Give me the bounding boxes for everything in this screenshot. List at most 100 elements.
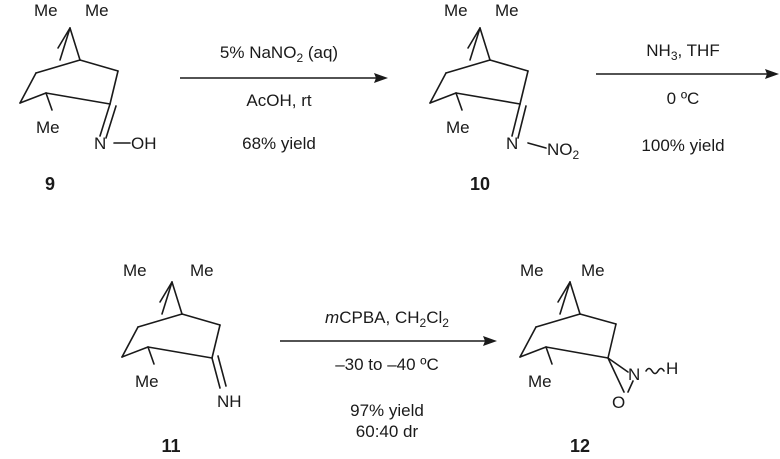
bond — [429, 92, 457, 104]
reaction-arrow-2 — [596, 69, 779, 79]
reagent-1-main: 5% NaNO — [220, 43, 297, 62]
bond — [627, 380, 634, 393]
reagent-1-sub: 2 — [296, 51, 303, 65]
yield-1: 68% yield — [242, 134, 316, 153]
reagent-3-main: CPBA, CH — [339, 308, 419, 327]
atom-me: Me — [123, 261, 147, 280]
compound-12-label: 12 — [570, 436, 590, 456]
atom-no2: NO2 — [547, 140, 580, 162]
compound-10-label: 10 — [470, 174, 490, 194]
bond — [57, 27, 71, 49]
atom-nh: NH — [217, 392, 242, 411]
bond — [511, 103, 521, 137]
bond — [607, 357, 625, 393]
arrowhead — [374, 73, 388, 83]
reagent-2: NH3, THF — [646, 41, 719, 63]
bond — [99, 103, 111, 137]
bond — [121, 346, 149, 358]
bond — [45, 92, 111, 105]
dr-3: 60:40 dr — [356, 422, 419, 441]
reagent-3-mid: Cl — [426, 308, 442, 327]
bond — [527, 142, 547, 149]
conditions-3: –30 to –40 ºC — [335, 355, 439, 374]
atom-me: Me — [34, 1, 58, 20]
bond — [35, 59, 81, 74]
compound-10-structure: Me Me Me N NO2 — [429, 1, 580, 162]
atom-me: Me — [36, 118, 60, 137]
bond — [455, 92, 463, 111]
atom-h: H — [666, 359, 678, 378]
wavy-bond — [645, 367, 665, 375]
bond — [79, 59, 119, 72]
bond — [109, 70, 119, 105]
reagent-1-tail: (aq) — [303, 43, 338, 62]
reaction-arrow-1 — [180, 73, 388, 83]
bond — [469, 27, 481, 61]
bond — [607, 323, 617, 359]
atom-o: O — [612, 393, 625, 412]
reagent-3: mCPBA, CH2Cl2 — [325, 308, 449, 330]
bond — [579, 313, 617, 325]
bond — [121, 326, 139, 358]
bond — [569, 281, 581, 315]
bond — [519, 326, 537, 358]
compound-9-structure: Me Me Me N OH — [19, 1, 157, 153]
compound-11-structure: Me Me Me NH — [121, 261, 242, 411]
bond — [69, 27, 81, 61]
bond — [147, 346, 213, 359]
atom-oh: OH — [131, 134, 157, 153]
atom-n: N — [94, 134, 106, 153]
bond — [171, 281, 183, 315]
atom-me: Me — [581, 261, 605, 280]
arrowhead — [483, 336, 497, 346]
atom-no2-main: NO — [547, 140, 573, 159]
bond — [535, 313, 581, 328]
bond — [519, 346, 547, 358]
bond — [211, 357, 221, 389]
bond — [19, 92, 47, 104]
reagent-3-sub2: 2 — [442, 316, 449, 330]
bond — [517, 105, 527, 139]
atom-me: Me — [190, 261, 214, 280]
atom-no2-sub: 2 — [573, 148, 580, 162]
conditions-2: 0 ºC — [667, 89, 700, 108]
bond — [545, 346, 553, 365]
atom-me: Me — [85, 1, 109, 20]
bond — [489, 59, 529, 72]
bond — [45, 92, 53, 111]
bond — [429, 72, 447, 104]
reagent-2-main: NH — [646, 41, 671, 60]
bond — [159, 281, 173, 303]
atom-me: Me — [135, 372, 159, 391]
atom-n: N — [628, 365, 640, 384]
bond — [455, 92, 521, 105]
atom-me: Me — [520, 261, 544, 280]
reagent-1: 5% NaNO2 (aq) — [220, 43, 338, 65]
bond — [105, 105, 117, 139]
atom-me: Me — [444, 1, 468, 20]
reaction-arrow-3 — [280, 336, 497, 346]
atom-n: N — [506, 134, 518, 153]
reagent-3-sub1: 2 — [420, 316, 427, 330]
bond — [479, 27, 491, 61]
bond — [467, 27, 481, 49]
bond — [181, 313, 221, 326]
conditions-1: AcOH, rt — [246, 91, 311, 110]
bond — [545, 346, 609, 359]
atom-me: Me — [495, 1, 519, 20]
bond — [217, 355, 227, 387]
bond — [607, 357, 629, 373]
bond — [445, 59, 491, 74]
reagent-2-tail: , THF — [678, 41, 720, 60]
yield-2: 100% yield — [641, 136, 724, 155]
bond — [519, 70, 529, 105]
bond — [19, 72, 37, 104]
atom-me: Me — [528, 372, 552, 391]
bond — [59, 27, 71, 61]
compound-11-label: 11 — [161, 436, 180, 456]
arrowhead — [765, 69, 779, 79]
atom-me: Me — [446, 118, 470, 137]
reagent-2-sub: 3 — [671, 49, 678, 63]
